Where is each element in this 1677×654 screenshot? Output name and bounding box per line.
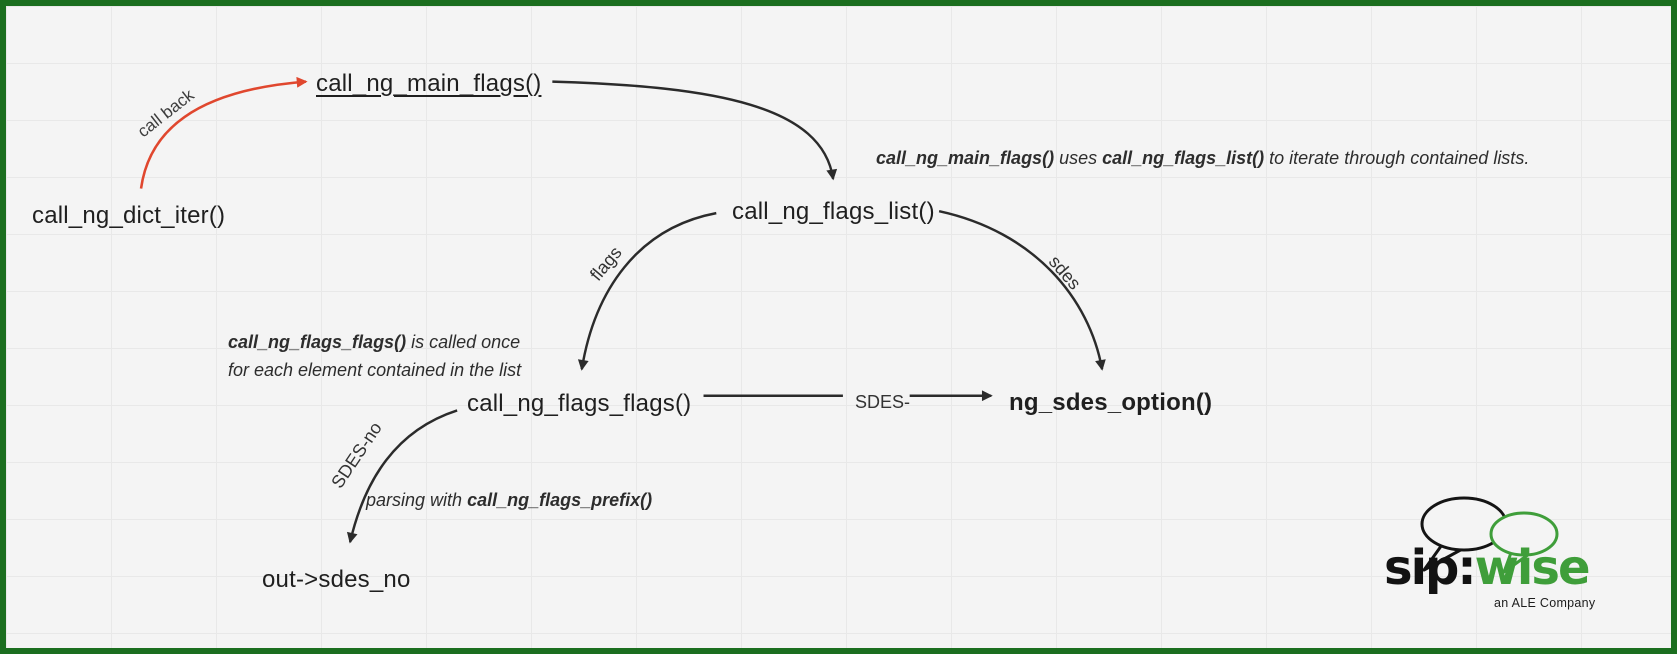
edge-label-sdes: sdes — [1044, 251, 1085, 294]
annotation-parsing: parsing with call_ng_flags_prefix() — [366, 490, 652, 511]
node-ng-sdes-option: ng_sdes_option() — [1009, 389, 1213, 416]
annotation-parsing-lead: parsing with — [366, 490, 468, 510]
annotation-iterate-tail: to iterate through contained lists. — [1264, 148, 1530, 168]
edge-label-sdes-dash: SDES- — [855, 392, 911, 412]
edge-flagslist-to-sdesoption-arrow — [938, 209, 1106, 371]
logo-text-wise: wise — [1474, 540, 1591, 596]
annotation-called-once-line2: for each element contained in the list — [228, 360, 522, 380]
edge-label-flags: flags — [585, 242, 626, 285]
node-call-ng-flags-list: call_ng_flags_list() — [732, 198, 935, 225]
annotation-called-once-line1: call_ng_flags_flags() is called once — [228, 332, 520, 353]
speech-bubbles-icon — [1420, 496, 1559, 574]
logo-text-sip: sip: — [1384, 540, 1477, 596]
annotation-called-once-fn: call_ng_flags_flags() — [228, 332, 407, 352]
node-call-ng-flags-flags: call_ng_flags_flags() — [467, 390, 692, 417]
edge-label-call-back: call back — [133, 85, 198, 142]
annotation-iterate: call_ng_main_flags() uses call_ng_flags_… — [876, 148, 1529, 169]
annotation-called-once-rest: is called once — [406, 332, 521, 352]
edge-mainflags-to-flagslist-arrow — [552, 80, 838, 181]
annotation-iterate-fn2: call_ng_flags_list() — [1102, 148, 1265, 168]
annotation-parsing-fn: call_ng_flags_prefix() — [467, 490, 653, 510]
annotation-iterate-fn1: call_ng_main_flags() — [876, 148, 1055, 168]
logo-wordmark: sip:wise — [1384, 544, 1590, 592]
sipwise-logo: sip:wise an ALE Company — [1384, 494, 1664, 619]
node-out-sdes-no: out->sdes_no — [262, 566, 411, 593]
logo-subtitle: an ALE Company — [1494, 596, 1596, 610]
node-call-ng-main-flags: call_ng_main_flags() — [316, 70, 542, 97]
edge-label-sdes-no: SDES-no — [327, 418, 386, 492]
edge-flagslist-to-flagsflags-arrow — [577, 211, 717, 371]
edge-callback-arrow — [139, 76, 308, 189]
node-call-ng-dict-iter: call_ng_dict_iter() — [32, 202, 226, 229]
annotation-iterate-mid: uses — [1054, 148, 1103, 168]
